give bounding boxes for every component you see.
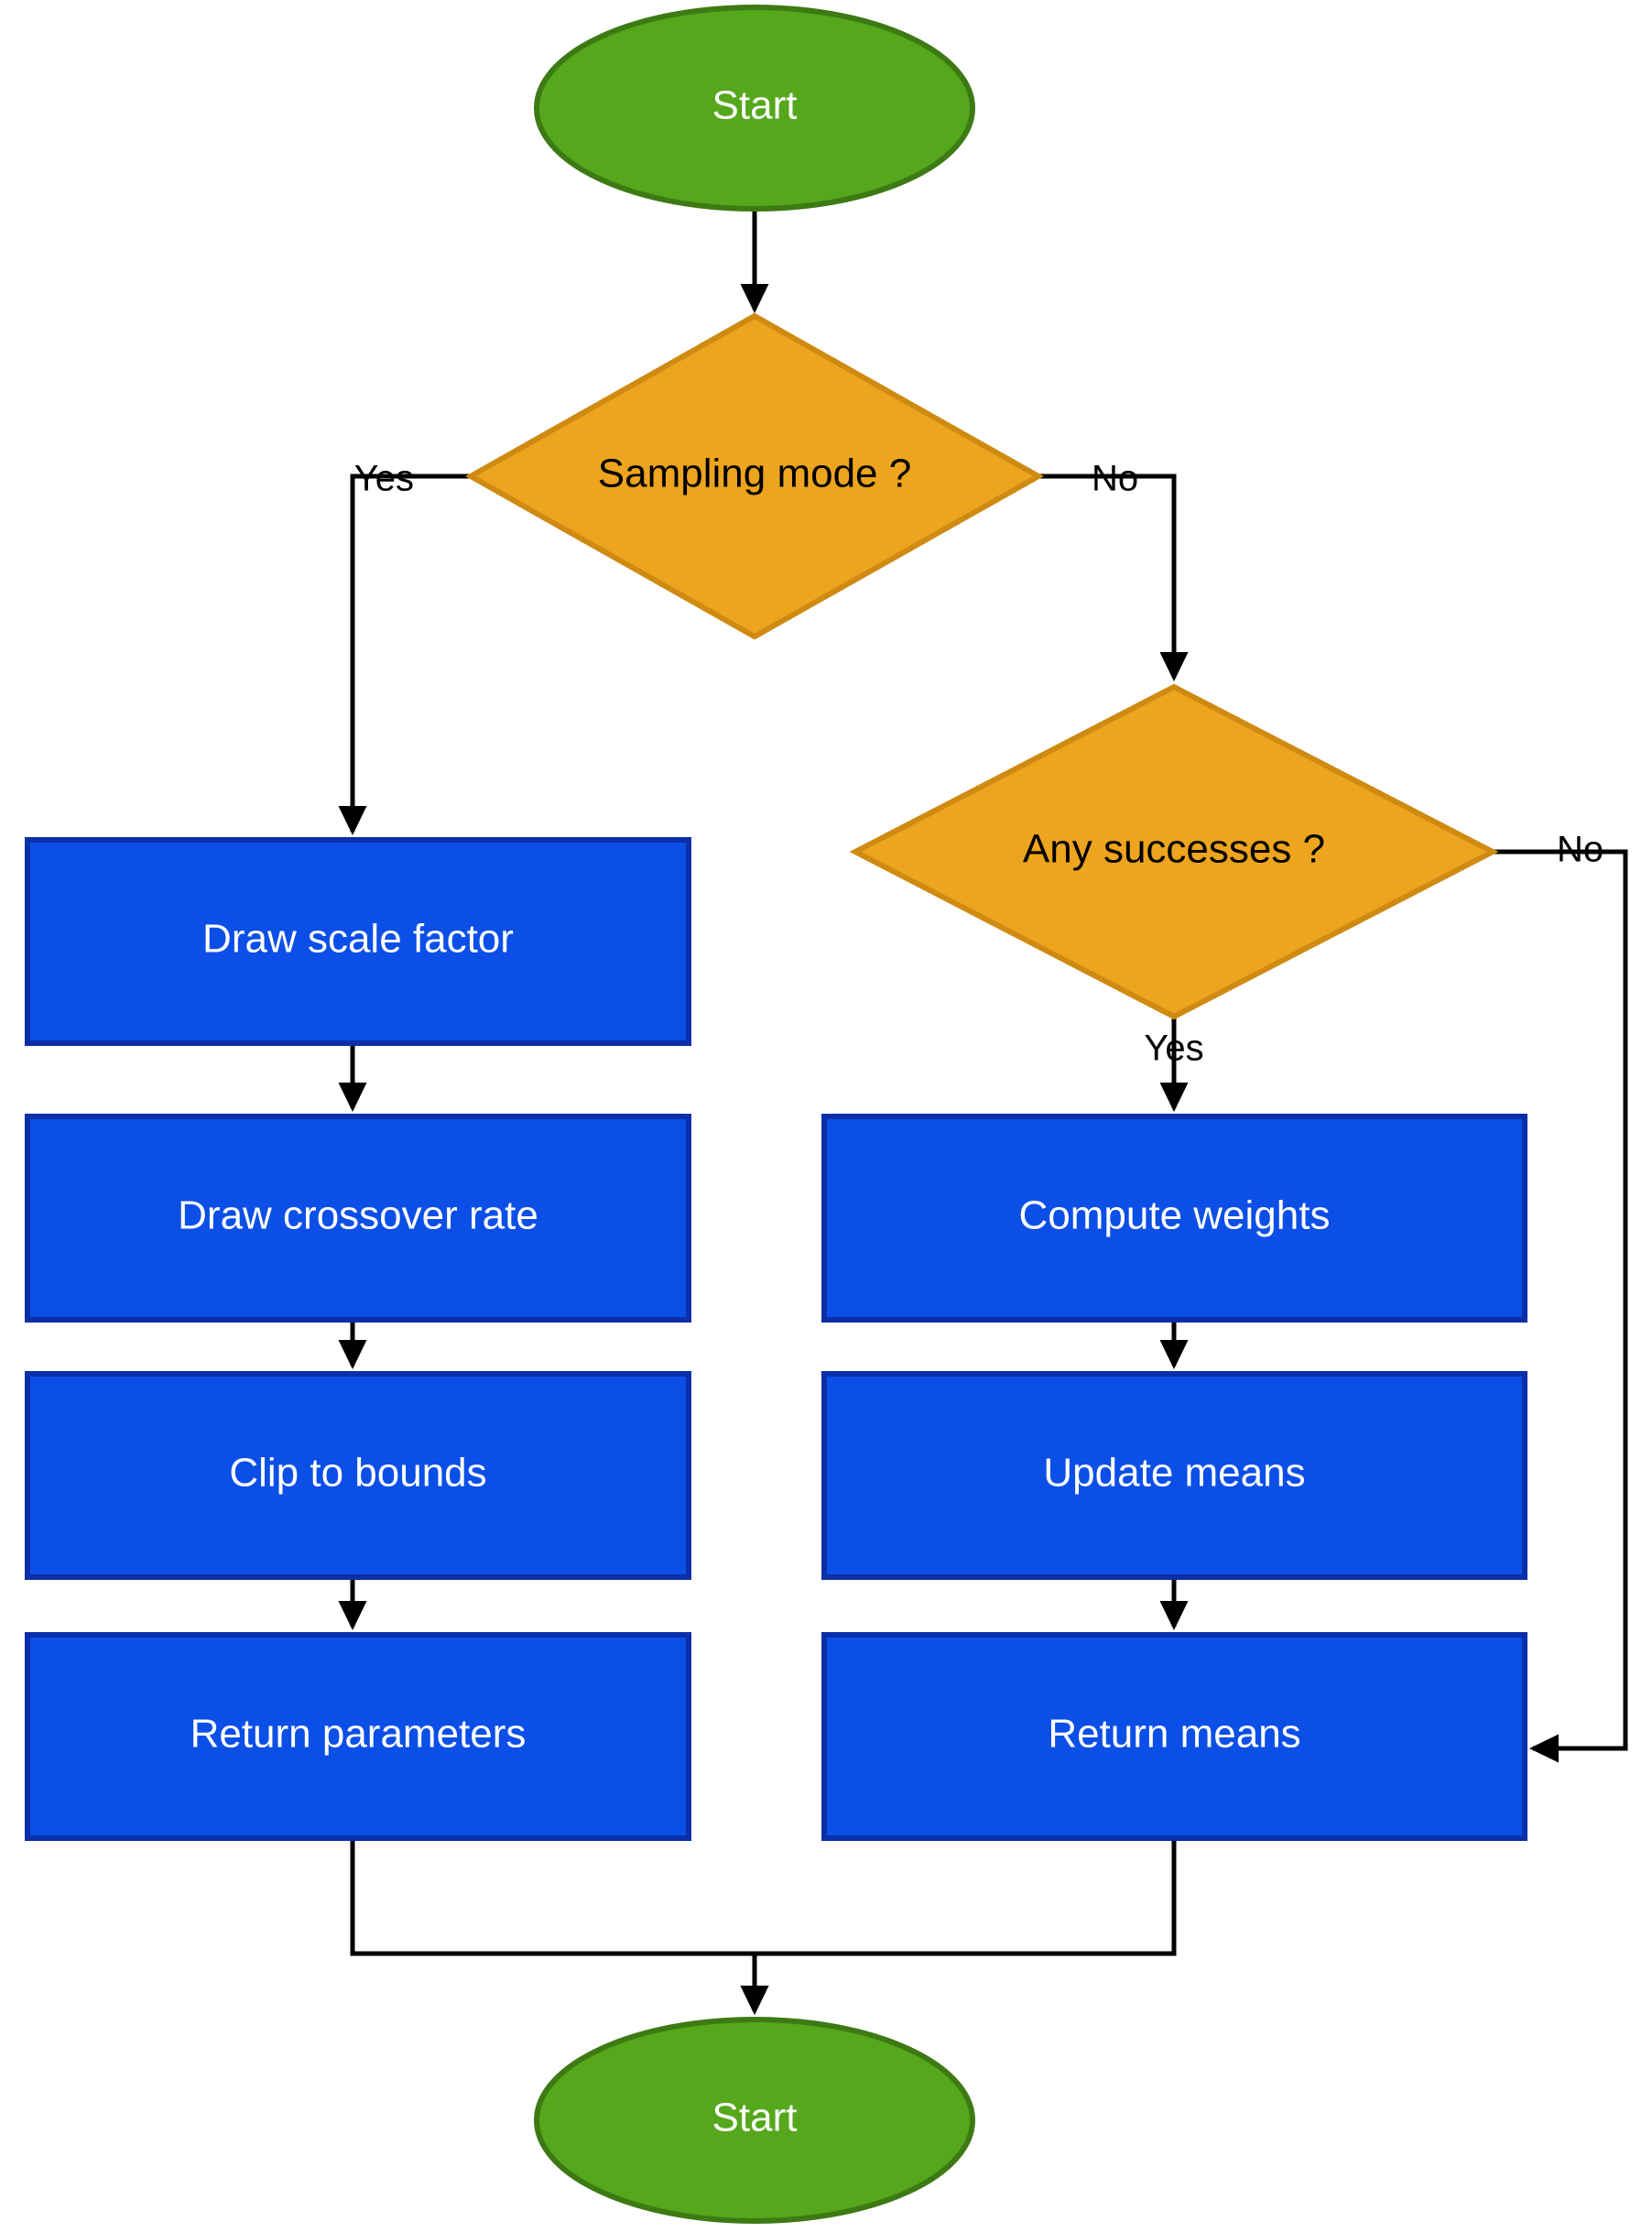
node-draw-crossover-rate[interactable]: Draw crossover rate — [25, 1114, 691, 1323]
node-any-successes[interactable]: Any successes ? — [849, 683, 1499, 1020]
process-shape — [25, 1371, 691, 1580]
node-start-top[interactable]: Start — [534, 5, 975, 212]
edge-sampling-mode-to-any-successes — [1038, 474, 1189, 682]
terminator-shape — [534, 2017, 975, 2224]
node-draw-scale-factor[interactable]: Draw scale factor — [25, 837, 691, 1046]
process-shape — [821, 1371, 1527, 1580]
process-shape — [25, 837, 691, 1046]
edge-return-means-to-start-bottom — [740, 1838, 1177, 2016]
node-compute-weights[interactable]: Compute weights — [821, 1114, 1527, 1323]
edge-layer — [338, 209, 1628, 2016]
decision-shape — [849, 683, 1499, 1020]
process-shape — [821, 1114, 1527, 1323]
process-shape — [821, 1632, 1527, 1841]
process-shape — [25, 1632, 691, 1841]
process-shape — [25, 1114, 691, 1323]
edge-any-successes-to-return-means — [1493, 849, 1628, 1763]
edge-label-edge-sampling-no: No — [1092, 459, 1138, 499]
node-clip-to-bounds[interactable]: Clip to bounds — [25, 1371, 691, 1580]
edge-label-edge-successes-yes: Yes — [1144, 1029, 1203, 1069]
edge-sampling-mode-to-draw-scale-factor — [338, 474, 471, 836]
node-update-means[interactable]: Update means — [821, 1371, 1527, 1580]
node-return-parameters[interactable]: Return parameters — [25, 1632, 691, 1841]
edge-label-edge-sampling-yes: Yes — [354, 459, 414, 499]
terminator-shape — [534, 5, 975, 212]
decision-shape — [464, 312, 1045, 640]
edge-return-parameters-to-start-bottom — [350, 1838, 769, 2016]
edge-label-edge-successes-no: No — [1557, 830, 1603, 870]
node-start-bottom[interactable]: Start — [534, 2017, 975, 2224]
node-sampling-mode[interactable]: Sampling mode ? — [464, 312, 1045, 640]
node-return-means[interactable]: Return means — [821, 1632, 1527, 1841]
